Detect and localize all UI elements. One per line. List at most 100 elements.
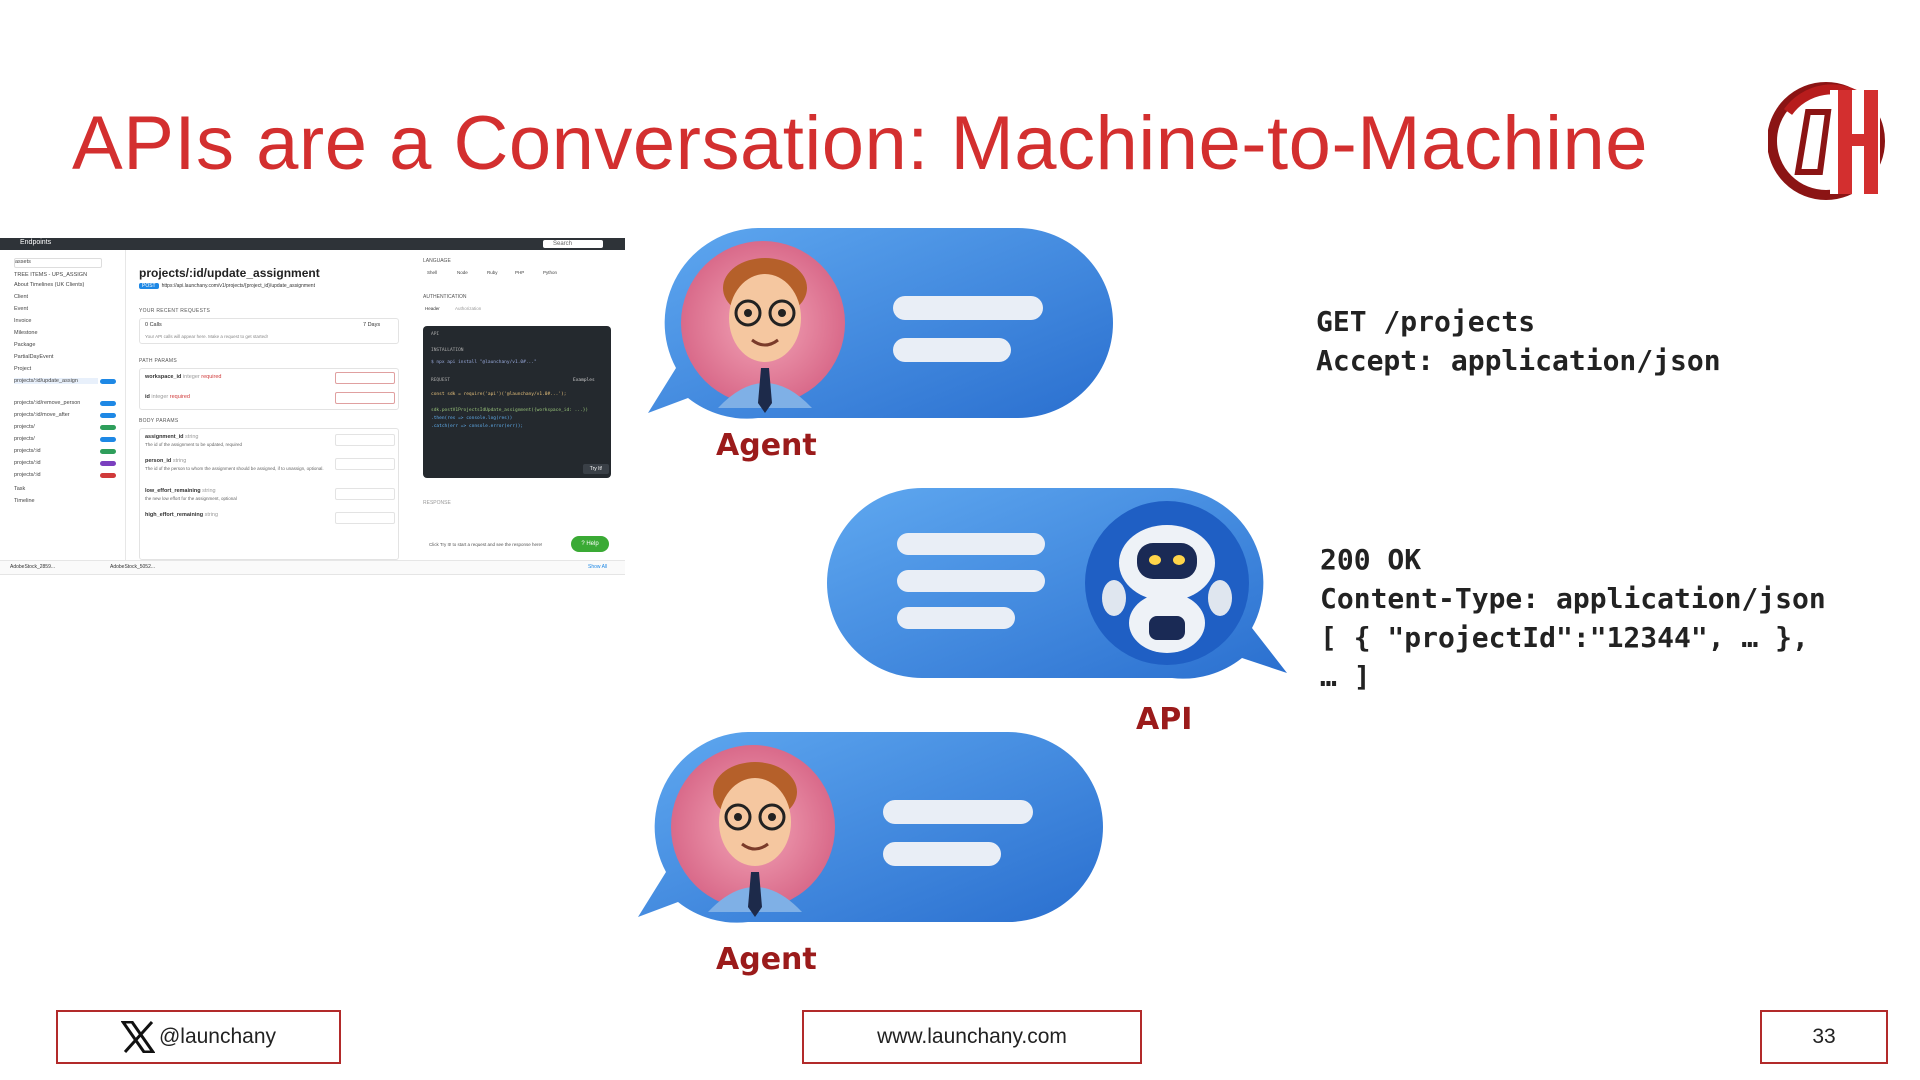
website-box[interactable]: www.launchany.com <box>802 1010 1142 1064</box>
website-url: www.launchany.com <box>877 1025 1067 1048</box>
requests-note: Your API calls will appear here. Make a … <box>145 334 268 339</box>
response-label: RESPONSE <box>423 500 451 506</box>
sidebar-item[interactable]: projects/:id/move_after <box>14 412 70 418</box>
sidebar-item[interactable]: projects/ <box>14 424 35 430</box>
recent-requests-box <box>139 318 399 344</box>
high-effort-input[interactable] <box>335 512 395 524</box>
param-name: high_effort_remaining string <box>145 512 219 518</box>
try-it-button[interactable]: Try It! <box>583 464 609 474</box>
method-badge-icon <box>100 461 116 466</box>
install-command: $ npx api install "@launchany/v1.0#..." <box>431 360 537 365</box>
page-number-box: 33 <box>1760 1010 1888 1064</box>
body-params-label: BODY PARAMS <box>139 418 179 424</box>
language-tab-shell[interactable]: Shell <box>427 270 438 275</box>
api-docs-screenshot: Endpoints Search assets TREE ITEMS - UPS… <box>0 238 625 575</box>
sidebar-item[interactable]: projects/:id/remove_person <box>14 400 81 406</box>
docs-search-box[interactable]: Search <box>543 240 603 248</box>
api-response-bubble <box>827 488 1287 679</box>
param-name: workspace_id integer required <box>145 374 222 380</box>
auth-label: AUTHENTICATION <box>423 294 467 300</box>
response-line: … ] <box>1320 660 1371 693</box>
sidebar-item[interactable]: Task <box>14 486 26 492</box>
language-tab-php[interactable]: PHP <box>515 270 525 275</box>
response-line: Content-Type: application/json <box>1320 582 1826 615</box>
help-button[interactable]: ? Help <box>571 536 609 552</box>
param-name: person_id string <box>145 458 187 464</box>
sidebar-item[interactable]: projects/:id <box>14 472 41 478</box>
param-name: low_effort_remaining string <box>145 488 216 494</box>
auth-tab-authorization[interactable]: Authorization <box>455 306 482 311</box>
id-input[interactable] <box>335 392 395 404</box>
docs-sidebar: assets TREE ITEMS - UPS_ASSIGN About Tim… <box>0 250 126 560</box>
sidebar-item: TREE ITEMS - UPS_ASSIGN <box>14 272 88 278</box>
download-item[interactable]: AdobeStock_5052... <box>110 564 156 570</box>
param-desc: the new low effort for the assignment, o… <box>145 496 237 501</box>
sidebar-item[interactable]: Event <box>14 306 29 312</box>
method-badge-icon <box>100 449 116 454</box>
endpoint-title: projects/:id/update_assignment <box>139 266 320 280</box>
endpoints-nav[interactable]: Endpoints <box>20 239 52 246</box>
http-response-text: 200 OK Content-Type: application/json [ { … <box>1320 540 1826 696</box>
assignment-id-input[interactable] <box>335 434 395 446</box>
code-panel: API INSTALLATION $ npx api install "@lau… <box>423 326 611 478</box>
sidebar-item[interactable]: Package <box>14 342 36 348</box>
examples-dropdown[interactable]: Examples <box>573 378 595 383</box>
language-label: LANGUAGE <box>423 258 451 264</box>
sidebar-item[interactable]: About Timelines (UK Clients) <box>14 282 85 288</box>
agent-avatar-icon <box>718 258 812 413</box>
method-badge-icon <box>100 437 116 442</box>
language-tab-ruby[interactable]: Ruby <box>487 270 498 275</box>
agent-label-1: Agent <box>716 428 817 463</box>
method-badge-icon <box>100 413 116 418</box>
path-params-box <box>139 368 399 410</box>
sidebar-search-input[interactable]: assets <box>14 258 102 268</box>
low-effort-input[interactable] <box>335 488 395 500</box>
download-item[interactable]: AdobeStock_2859... <box>10 564 56 570</box>
api-label: API <box>431 332 440 337</box>
response-line: 200 OK <box>1320 543 1422 576</box>
auth-tab-header[interactable]: Header <box>425 306 440 311</box>
recent-requests-label: YOUR RECENT REQUESTS <box>139 308 211 314</box>
language-tab-python[interactable]: Python <box>543 270 558 275</box>
sidebar-item[interactable]: projects/ <box>14 436 35 442</box>
sidebar-item[interactable]: Project <box>14 366 32 372</box>
sidebar-item[interactable]: Invoice <box>14 318 32 324</box>
sidebar-item[interactable]: Milestone <box>14 330 38 336</box>
downloads-bar: AdobeStock_2859... AdobeStock_5052... Sh… <box>0 560 625 574</box>
sidebar-item[interactable]: Timeline <box>14 498 35 504</box>
launchany-logo-icon <box>1768 82 1885 200</box>
param-desc: The id of the assignment to be updated, … <box>145 442 243 447</box>
code-line: .catch(err => console.error(err)); <box>431 424 524 429</box>
page-number: 33 <box>1812 1025 1836 1048</box>
agent-followup-bubble <box>638 732 1103 923</box>
param-desc: The id of the person to whom the assignm… <box>145 466 324 471</box>
twitter-handle-box[interactable]: @launchany <box>56 1010 341 1064</box>
code-line: const sdk = require('api')('@launchany/v… <box>431 392 567 397</box>
response-line: [ { "projectId":"12344", … }, <box>1320 621 1809 654</box>
request-line: GET /projects <box>1316 305 1536 338</box>
code-line: sdk.postV1ProjectsIdUpdate_assignment({w… <box>431 408 589 413</box>
docs-topbar: Endpoints Search <box>0 238 625 250</box>
path-params-label: PATH PARAMS <box>139 358 178 364</box>
requests-range-select[interactable]: 7 Days <box>363 322 381 328</box>
sidebar-item[interactable]: projects/:id <box>14 460 41 466</box>
agent-request-bubble <box>648 228 1113 419</box>
docs-right-panel: LANGUAGE Shell Node Ruby PHP Python AUTH… <box>415 250 611 560</box>
method-badge-icon <box>100 425 116 430</box>
x-logo-icon <box>120 1021 155 1053</box>
person-id-input[interactable] <box>335 458 395 470</box>
sidebar-item[interactable]: Client <box>14 294 29 300</box>
method-badge-icon <box>100 379 116 384</box>
show-all-downloads[interactable]: Show All <box>588 564 608 570</box>
request-label: REQUEST <box>431 378 450 383</box>
sidebar-item[interactable]: projects/:id <box>14 448 41 454</box>
workspace-id-input[interactable] <box>335 372 395 384</box>
requests-count: 0 Calls <box>145 322 162 328</box>
method-badge-icon <box>100 473 116 478</box>
language-tab-node[interactable]: Node <box>457 270 468 275</box>
sidebar-item-active[interactable]: projects/:id/update_assign <box>14 378 98 384</box>
sidebar-item[interactable]: PartialDayEvent <box>14 354 54 360</box>
param-name: id integer required <box>145 394 190 400</box>
